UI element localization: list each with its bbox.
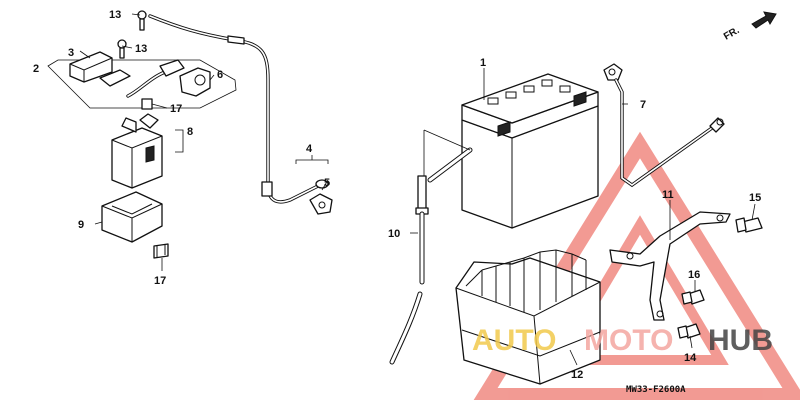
callout-6: 6	[217, 69, 223, 81]
bolt-16	[681, 289, 705, 305]
callout-labels: 13 13 3 2 6 17 8 9 17 4 5 1 7 10 12 11 1…	[33, 9, 761, 381]
callout-17-upper: 17	[170, 103, 182, 115]
callout-16: 16	[688, 269, 700, 281]
watermark-text: AUTO MOTO HUB	[472, 324, 773, 357]
starter-relay-assembly	[47, 10, 237, 259]
callout-15: 15	[749, 192, 761, 204]
callout-9: 9	[78, 219, 84, 231]
drawing-code: MW33-F2600A	[626, 385, 686, 395]
negative-cable	[148, 14, 333, 215]
drain-tube	[389, 129, 471, 365]
callout-13-lower: 13	[135, 43, 147, 55]
callout-14: 14	[684, 352, 697, 364]
callout-8: 8	[187, 126, 193, 138]
front-direction-indicator: FR.	[722, 11, 777, 43]
callout-11: 11	[662, 189, 674, 201]
callout-13-upper: 13	[109, 9, 121, 21]
callout-7: 7	[640, 99, 646, 111]
callout-2: 2	[33, 63, 39, 75]
callout-4: 4	[306, 143, 313, 155]
callout-10: 10	[388, 228, 400, 240]
watermark-auto: AUTO	[472, 324, 556, 357]
watermark-hub: HUB	[708, 324, 773, 357]
callout-5: 5	[324, 177, 330, 189]
battery	[427, 73, 599, 229]
front-direction-label: FR.	[722, 25, 742, 43]
callout-1: 1	[480, 57, 486, 69]
callout-17-lower: 17	[154, 275, 166, 287]
watermark-moto: MOTO	[584, 324, 673, 357]
bolt-15	[735, 217, 763, 233]
callout-3: 3	[68, 47, 74, 59]
positive-cable	[603, 63, 725, 188]
battery-case	[455, 249, 601, 385]
callout-12: 12	[571, 369, 583, 381]
leader-lines	[79, 13, 756, 366]
bolt-14	[677, 323, 701, 339]
